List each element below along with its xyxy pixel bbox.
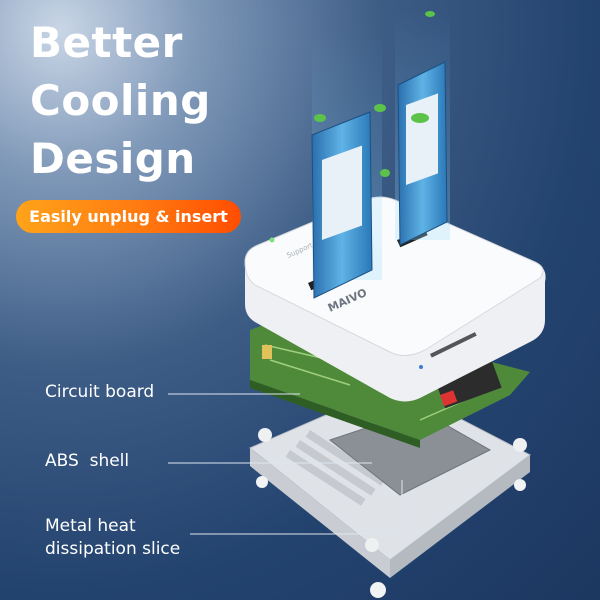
callout-metal-heat-line1: Metal heat [45,516,136,536]
ssd-right [397,61,448,246]
callout-metal-heat-line2: dissipation slice [45,539,181,559]
headline-line-1: Better [30,18,183,67]
leaf-decorations [314,11,435,177]
callout-abs-shell: ABS shell [45,451,130,471]
headline-line-2: Cooling [30,76,211,125]
ssd-left [311,111,373,299]
callout-lines [168,393,403,535]
headline-line-3: Design [30,134,196,183]
callout-circuit-board: Circuit board [45,382,155,402]
feature-badge: Easily unplug & insert [16,200,241,233]
headline: Better Cooling Design [30,14,211,188]
